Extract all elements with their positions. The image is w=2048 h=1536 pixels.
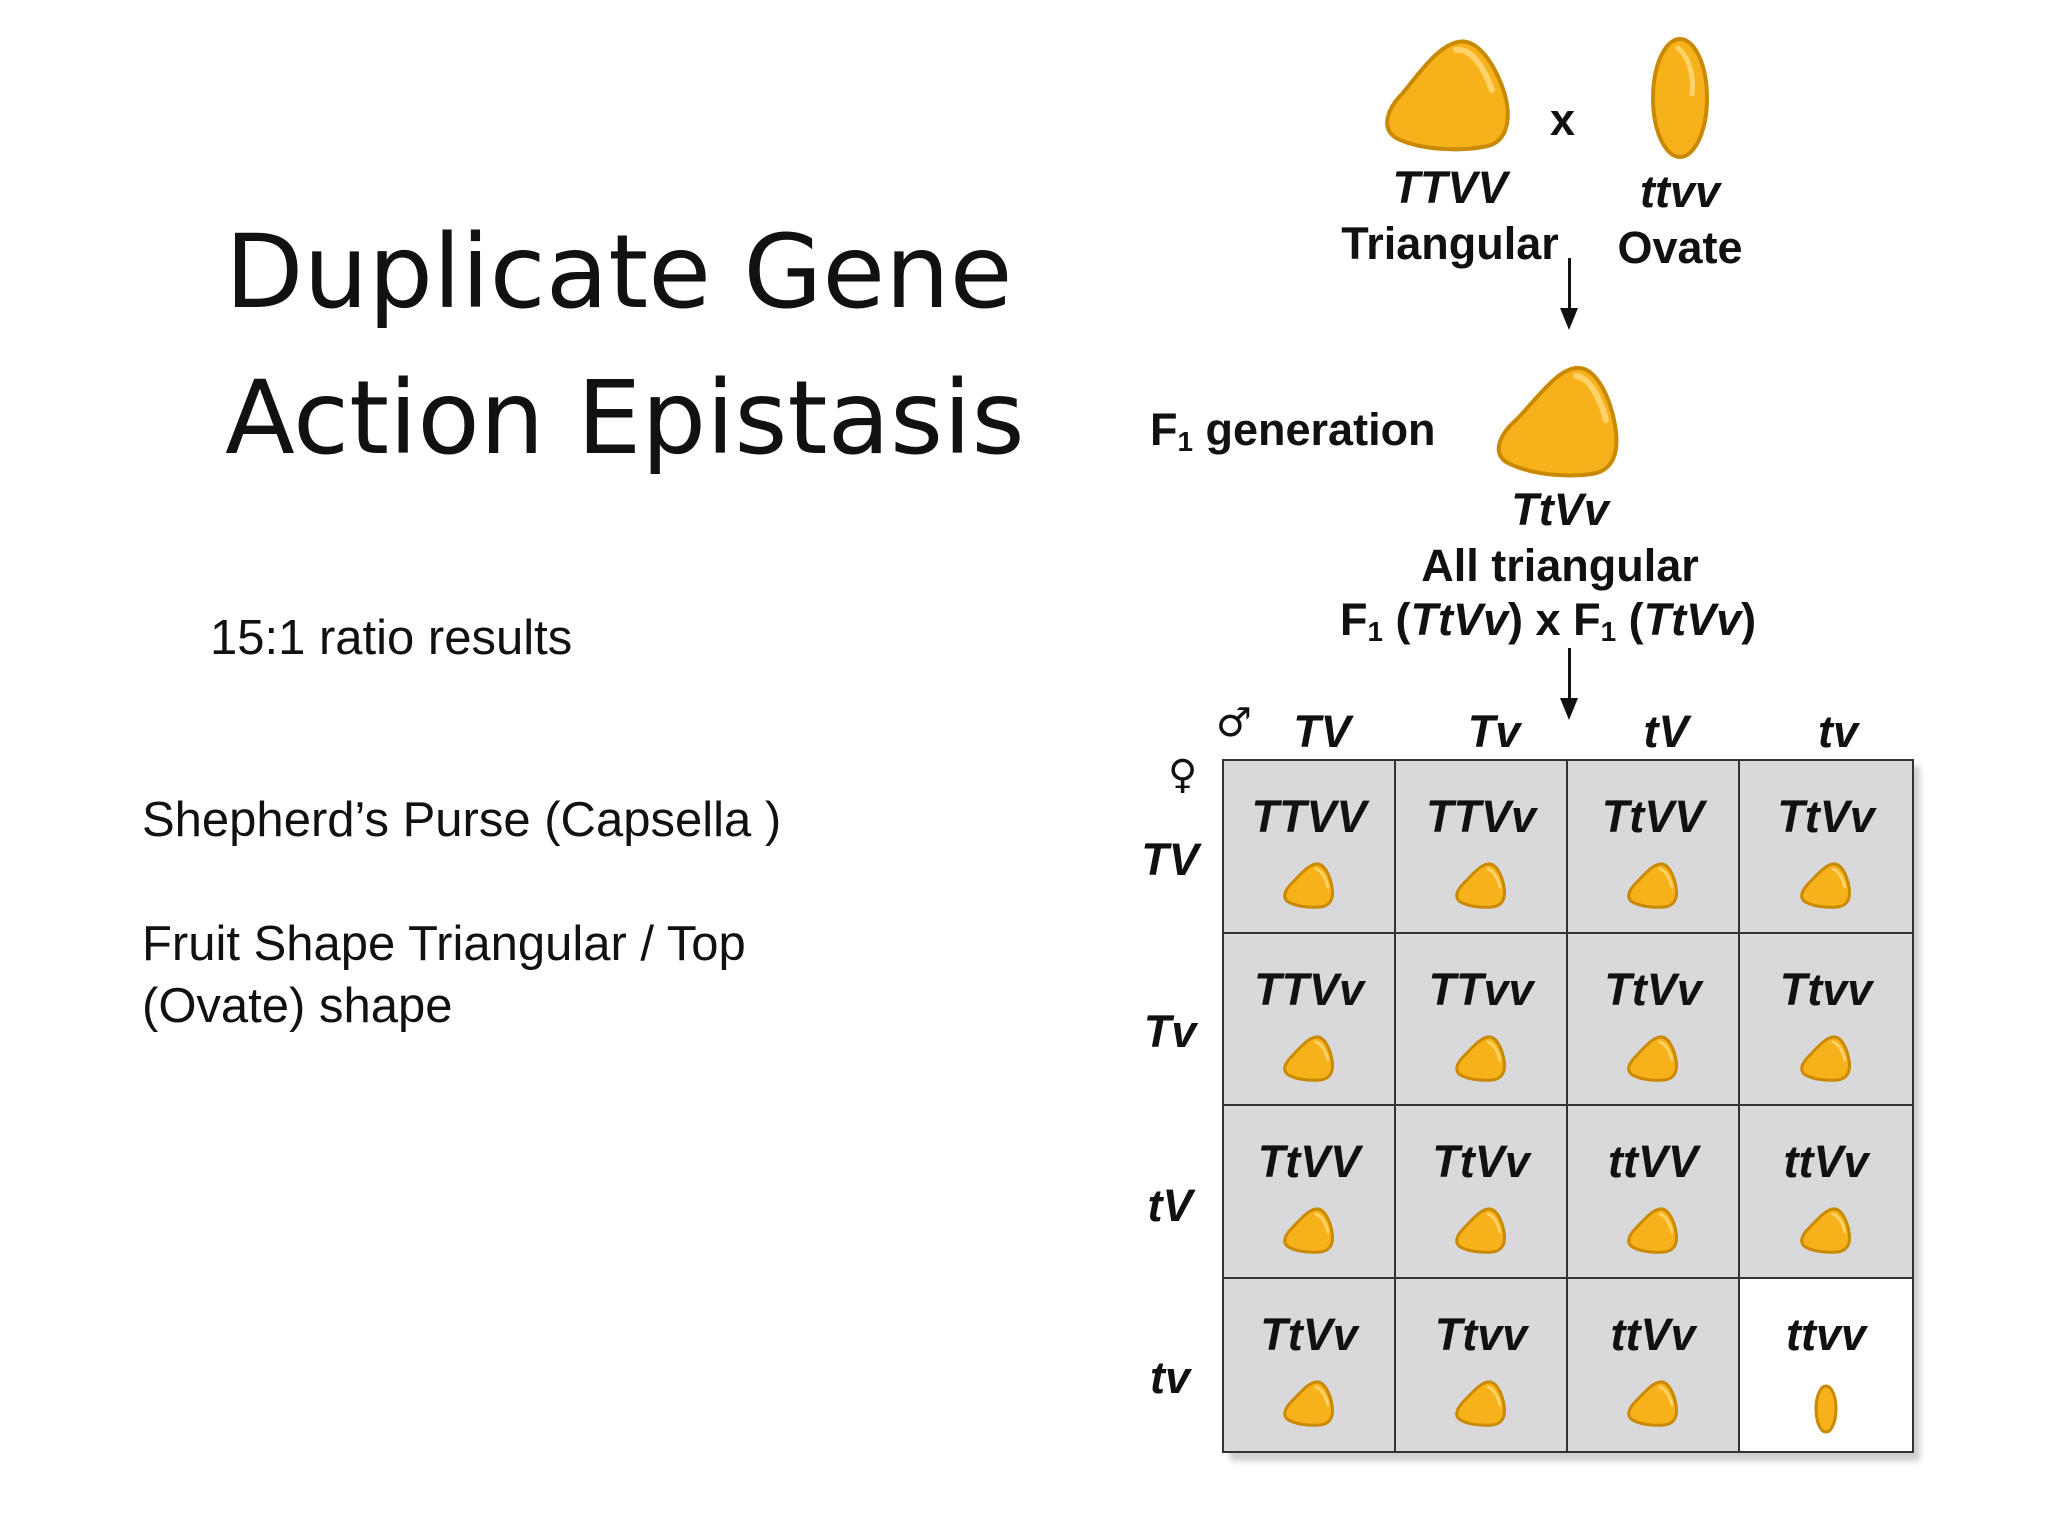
female-symbol: ♀ [1168, 752, 1198, 798]
cell-genotype: TtVv [1604, 963, 1702, 1015]
triangular-seed-icon [1627, 1380, 1678, 1427]
punnett-cell: Ttvv [1740, 933, 1912, 1106]
column-header-tv-upper: TV [1293, 706, 1351, 757]
f1-triangular-seed-icon [1496, 365, 1619, 478]
cell-genotype: TtVV [1601, 791, 1705, 842]
cell-genotype: Ttvv [1434, 1308, 1528, 1360]
cell-genotype: Ttvv [1779, 963, 1873, 1015]
punnett-cell: TtVV [1224, 1106, 1396, 1279]
column-header-tv-lower-upper: tV [1643, 706, 1689, 757]
cross-x-symbol: x [1550, 94, 1576, 145]
punnett-cell: TtVv [1568, 933, 1740, 1106]
triangular-seed-icon [1385, 39, 1510, 152]
parent2-genotype: ttvv [1639, 166, 1721, 217]
cell-genotype: TtVv [1432, 1136, 1530, 1187]
slide-title: Duplicate Gene Action Epistasis [225, 200, 1065, 492]
arrow-head-1 [1560, 308, 1578, 330]
parent1-genotype: TTVV [1392, 162, 1508, 213]
cell-genotype: TTVv [1425, 791, 1537, 842]
triangular-seed-icon [1455, 1380, 1506, 1427]
triangular-seed-icon [1800, 862, 1851, 909]
cell-genotype: TTvv [1428, 963, 1534, 1015]
fruit-text-line-1: Fruit Shape Triangular / Top [142, 917, 746, 971]
triangular-seed-icon [1627, 862, 1678, 909]
triangular-seed-icon [1283, 1380, 1334, 1427]
row-header-3: tV [1147, 1180, 1193, 1231]
cell-genotype: TtVv [1260, 1308, 1358, 1360]
punnett-cell: ttVv [1740, 1106, 1912, 1279]
triangular-seed-icon [1627, 1207, 1678, 1254]
triangular-seed-icon [1283, 1035, 1334, 1082]
punnett-cell: TTVv [1396, 761, 1568, 934]
cell-genotype: TtVv [1777, 791, 1875, 842]
ovate-seed-icon [1814, 1384, 1838, 1433]
column-header-tv-lower: tv [1817, 706, 1858, 757]
fruit-text-line-2: (Ovate) shape [142, 979, 453, 1033]
ratio-text: 15:1 ratio results [210, 611, 573, 665]
punnett-cell: TtVV [1568, 761, 1740, 934]
cell-genotype: ttVv [1610, 1308, 1696, 1360]
ovate-seed-icon [1651, 37, 1709, 159]
punnett-cell: TtVv [1396, 1106, 1568, 1279]
triangular-seed-icon [1283, 1207, 1334, 1254]
cell-genotype: ttVv [1783, 1136, 1869, 1187]
row-header-4: tv [1149, 1352, 1190, 1403]
arrow-line-1 [1568, 258, 1571, 310]
punnett-cell: TtVv [1740, 761, 1912, 934]
arrow-head-2 [1560, 698, 1578, 720]
cell-genotype: ttVV [1608, 1136, 1698, 1187]
cell-genotype: ttvv [1785, 1308, 1867, 1360]
cell-genotype: TTVV [1251, 791, 1367, 842]
punnett-cell: TTVV [1224, 761, 1396, 934]
organism-text: Shepherd’s Purse (Capsella ) [142, 793, 782, 847]
f1-generation-label: F1 generation [1150, 404, 1436, 457]
triangular-seed-icon [1455, 862, 1506, 909]
punnett-cell: ttVv [1568, 1278, 1740, 1451]
f1-genotype: TtVv [1511, 484, 1609, 535]
row-header-1: TV [1141, 834, 1199, 885]
arrow-line-2 [1568, 648, 1571, 700]
f1-cross-line: F1 (TtVv) x F1 (TtVv) [1340, 594, 1757, 647]
punnett-cell: ttvv [1740, 1278, 1912, 1451]
punnett-cell: TtVv [1224, 1278, 1396, 1451]
male-symbol: ♂ [1216, 700, 1252, 746]
triangular-seed-icon [1627, 1035, 1678, 1082]
triangular-seed-icon [1455, 1207, 1506, 1254]
triangular-seed-icon [1800, 1035, 1851, 1082]
punnett-cell: TTVv [1224, 933, 1396, 1106]
cell-genotype: TtVV [1257, 1136, 1361, 1187]
cell-genotype: TTVv [1253, 963, 1365, 1015]
triangular-seed-icon [1283, 862, 1334, 909]
punnett-cell: ttVV [1568, 1106, 1740, 1279]
parent2-phenotype: Ovate [1617, 222, 1743, 273]
title-line-2: Action Epistasis [225, 359, 1025, 478]
triangular-seed-icon [1455, 1035, 1506, 1082]
parent1-phenotype: Triangular [1341, 218, 1559, 269]
punnett-cell: Ttvv [1396, 1278, 1568, 1451]
title-line-1: Duplicate Gene [225, 213, 1013, 332]
column-header-tv-mixed: Tv [1467, 706, 1521, 757]
punnett-cell: TTvv [1396, 933, 1568, 1106]
f1-phenotype: All triangular [1421, 540, 1699, 591]
triangular-seed-icon [1800, 1207, 1851, 1254]
row-header-2: Tv [1143, 1006, 1197, 1057]
